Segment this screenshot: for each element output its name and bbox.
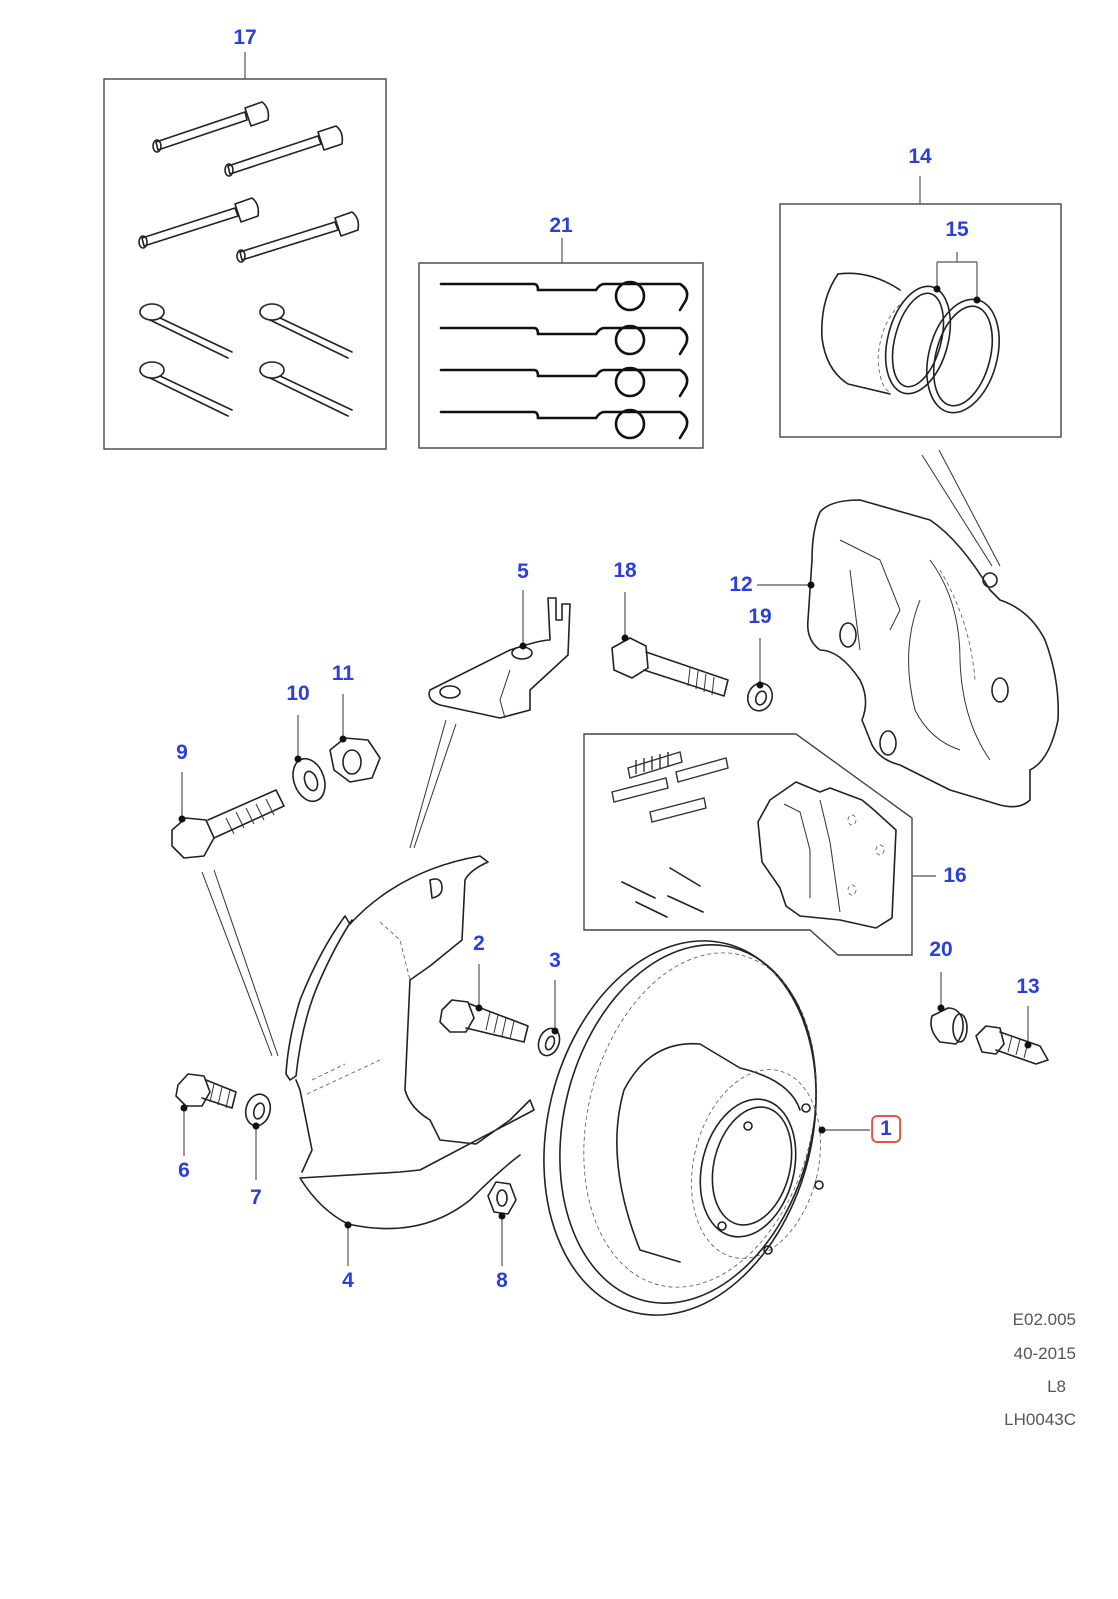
callout-14[interactable]: 14 (908, 145, 932, 168)
callout-10[interactable]: 10 (286, 682, 310, 705)
kit-box-21 (418, 238, 704, 449)
callout-20[interactable]: 20 (929, 938, 953, 961)
reference-code: LH0043C (1004, 1410, 1076, 1429)
callout-18[interactable]: 18 (613, 559, 637, 582)
callout-17[interactable]: 17 (233, 26, 257, 49)
brake-caliper-icon (806, 499, 1060, 808)
dust-seal-icon (926, 298, 1000, 414)
callout-9[interactable]: 9 (176, 741, 188, 764)
hex-bolt-icon (171, 789, 285, 859)
reference-code: L8 (1047, 1377, 1066, 1396)
pad-spring-icon (611, 751, 729, 823)
callout-8[interactable]: 8 (496, 1269, 508, 1292)
kit-box-14 (779, 176, 1062, 438)
splash-shield-icon (285, 855, 535, 1230)
split-pin-icon (139, 361, 233, 417)
callout-13[interactable]: 13 (1016, 975, 1040, 998)
piston-seal-icon (884, 285, 952, 395)
callout-19[interactable]: 19 (748, 605, 772, 628)
hex-nut-icon (329, 737, 381, 783)
mounting-bracket-icon (428, 597, 571, 719)
callout-16[interactable]: 16 (943, 864, 967, 887)
hex-bolt-icon (175, 1073, 237, 1109)
spring-washer-icon (537, 1027, 561, 1057)
kit-box-17 (103, 52, 387, 450)
hex-nut-icon (487, 1181, 517, 1215)
split-pin-icon (139, 303, 233, 359)
callout-2[interactable]: 2 (473, 932, 485, 955)
callout-3[interactable]: 3 (549, 949, 561, 972)
brake-pad-icon (757, 781, 897, 929)
callout-21[interactable]: 21 (549, 214, 573, 237)
callout-7[interactable]: 7 (250, 1186, 262, 1209)
split-pin-icon (259, 361, 353, 417)
caliper-bolt-icon (611, 637, 729, 697)
kit-box-16 (583, 733, 936, 956)
bush-icon (930, 1007, 968, 1045)
callout-1[interactable]: 1 (871, 1115, 901, 1143)
reference-code: E02.005 (1012, 1310, 1076, 1329)
callout-6[interactable]: 6 (178, 1159, 190, 1182)
callout-15[interactable]: 15 (945, 218, 969, 241)
pad-pin-icon (621, 867, 704, 918)
callout-12[interactable]: 12 (729, 573, 753, 596)
reference-code: 40-2015 (1013, 1344, 1076, 1363)
spring-washer-icon (292, 757, 326, 803)
guide-bolt-icon (975, 1025, 1049, 1065)
spring-washer-icon (244, 1093, 272, 1127)
callout-5[interactable]: 5 (517, 560, 529, 583)
guide-pin-icon (152, 101, 270, 153)
guide-pin-icon (224, 125, 344, 177)
anti-rattle-spring-icon (439, 280, 689, 440)
callout-4[interactable]: 4 (342, 1269, 354, 1292)
brake-disc-icon (543, 940, 824, 1316)
guide-pin-icon (138, 197, 260, 249)
split-pin-icon (259, 303, 353, 359)
spring-washer-icon (746, 682, 774, 712)
hex-bolt-icon (439, 999, 529, 1043)
caliper-piston-icon (821, 272, 906, 395)
callout-11[interactable]: 11 (331, 662, 355, 685)
guide-pin-icon (236, 211, 360, 263)
